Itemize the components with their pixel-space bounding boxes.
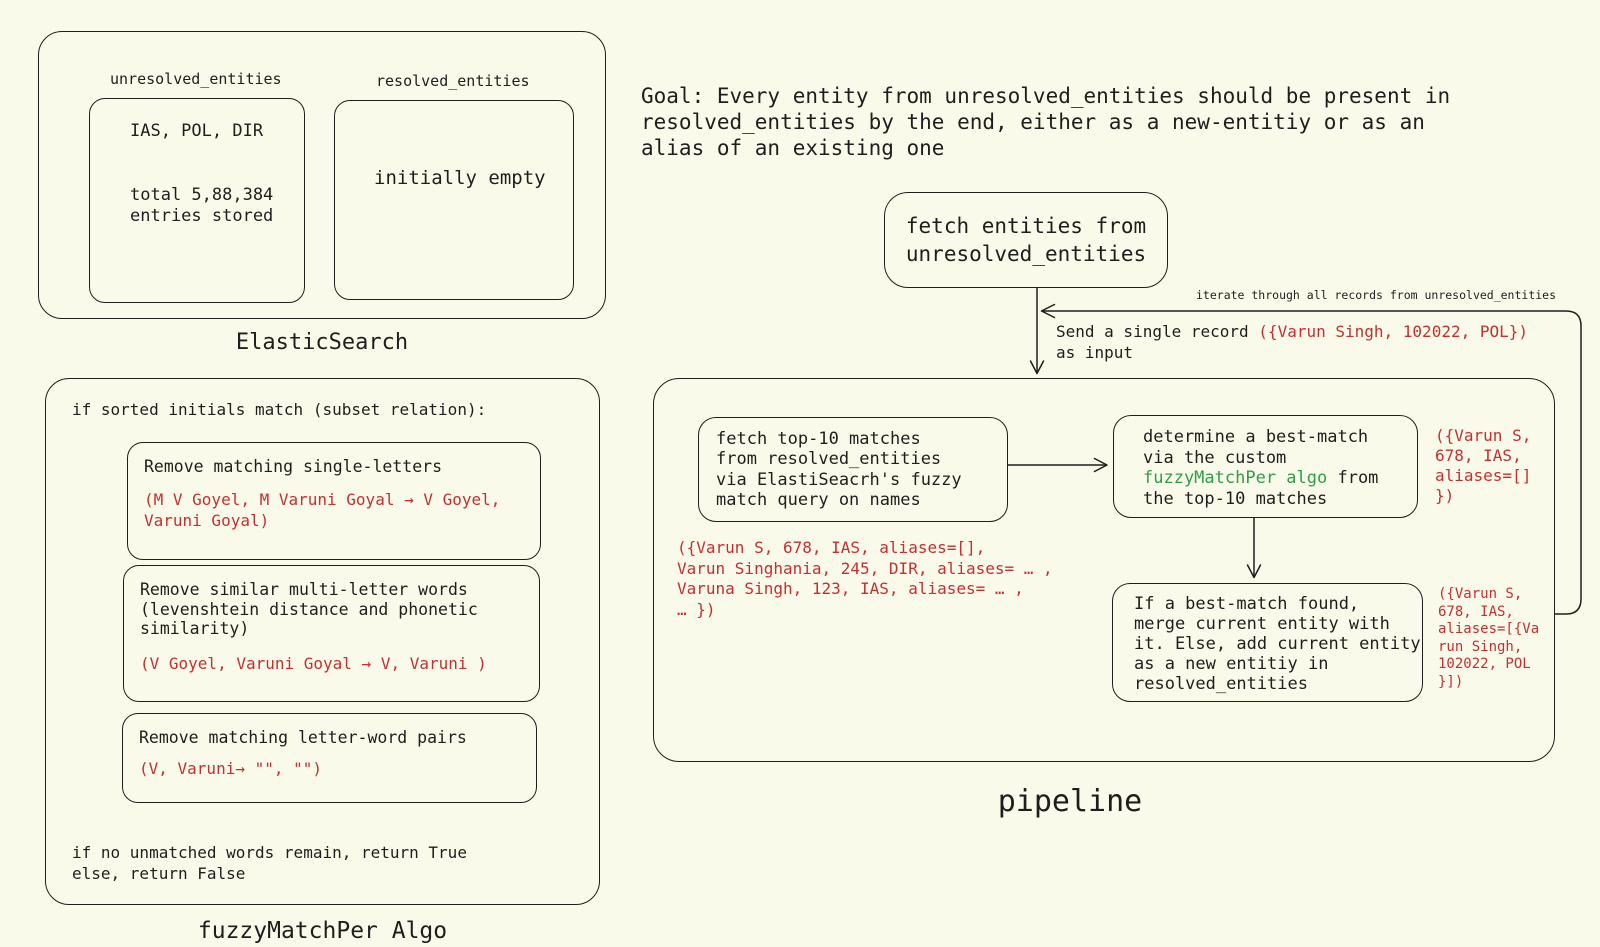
pipeline-caption: pipeline <box>997 784 1143 819</box>
algo-condition-text: if sorted initials match (subset relatio… <box>72 400 487 419</box>
iterate-loop-label: iterate through all records from unresol… <box>1196 288 1557 302</box>
determine-text-1: determine a best-match via the custom <box>1143 427 1369 468</box>
resolved-entities-box <box>334 100 574 300</box>
fuzzymatchper-container <box>45 378 600 905</box>
determine-best-match-node: determine a best-match via the custom fu… <box>1113 415 1418 518</box>
algo-step-remove-multi-letter-words: Remove similar multi-letter words (leven… <box>123 565 540 702</box>
arrow-fetch-to-pipeline <box>1029 287 1045 375</box>
elasticsearch-container <box>38 31 606 319</box>
algo-step1-example: (M V Goyel, M Varuni Goyal → V Goyel, Va… <box>144 489 501 530</box>
send-record-line2: as input <box>1056 343 1134 362</box>
fetch-top10-node: fetch top-10 matches from resolved_entit… <box>698 417 1008 522</box>
unresolved-entities-box <box>89 98 305 303</box>
algo-step2-rule: Remove similar multi-letter words (leven… <box>140 580 478 638</box>
resolved-entities-content: initially empty <box>374 167 546 189</box>
send-record-line1: Send a single record ({Varun Singh, 1020… <box>1056 321 1528 342</box>
unresolved-entities-title: unresolved_entities <box>110 70 282 88</box>
resolved-entities-title: resolved_entities <box>376 72 530 90</box>
goal-text: Goal: Every entity from unresolved_entit… <box>641 84 1451 160</box>
fuzzymatchper-caption: fuzzyMatchPer Algo <box>197 918 448 944</box>
unresolved-entities-stats: total 5,88,384 entries stored <box>130 185 274 226</box>
best-match-annotation: ({Varun S, 678, IAS, aliases=[] }) <box>1435 426 1532 505</box>
fuzzymatchper-highlight: fuzzyMatchPer algo <box>1143 468 1328 488</box>
elasticsearch-caption: ElasticSearch <box>235 330 409 355</box>
send-record-value: ({Varun Singh, 102022, POL}) <box>1258 322 1529 341</box>
algo-return-text: if no unmatched words remain, return Tru… <box>72 843 467 883</box>
merge-result-annotation: ({Varun S, 678, IAS, aliases=[{Va run Si… <box>1438 586 1540 690</box>
algo-step3-example: (V, Varuni→ "", "") <box>139 758 323 778</box>
algo-step-remove-single-letters: Remove matching single-letters (M V Goye… <box>127 442 541 560</box>
fetch-entities-node: fetch entities from unresolved_entities <box>884 192 1168 288</box>
algo-step1-rule: Remove matching single-letters <box>144 457 443 476</box>
send-record-prefix: Send a single record <box>1056 322 1259 341</box>
merge-entity-node: If a best-match found, merge current ent… <box>1112 583 1423 702</box>
unresolved-entities-content: IAS, POL, DIR <box>130 121 264 141</box>
algo-step3-rule: Remove matching letter-word pairs <box>139 728 467 747</box>
algo-step2-example: (V Goyel, Varuni Goyal → V, Varuni ) <box>140 653 487 673</box>
algo-step-remove-letter-word-pairs: Remove matching letter-word pairs (V, Va… <box>122 713 537 803</box>
top10-result-annotation: ({Varun S, 678, IAS, aliases=[], Varun S… <box>677 538 1053 619</box>
send-record-label: Send a single record ({Varun Singh, 1020… <box>1056 321 1528 363</box>
